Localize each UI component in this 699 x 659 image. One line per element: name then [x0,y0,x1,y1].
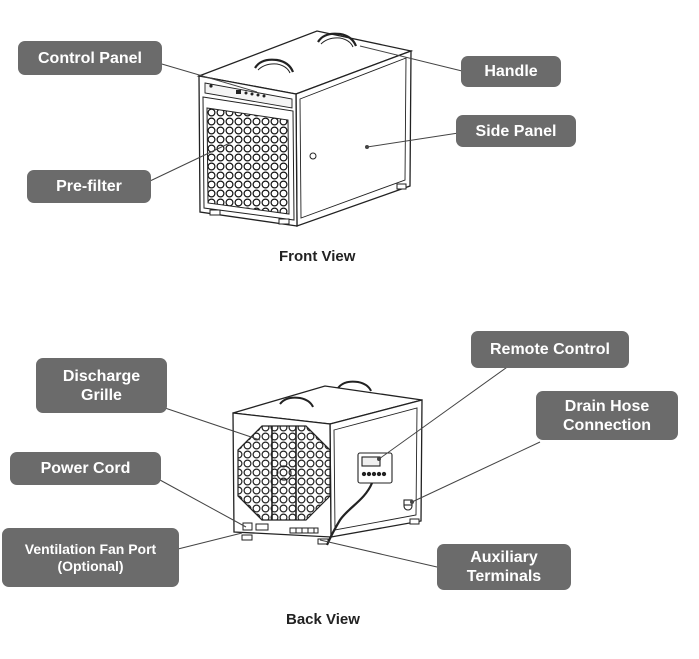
label-handle: Handle [461,56,561,87]
label-side-panel: Side Panel [456,115,576,147]
control-panel-buttons [209,84,266,98]
remote-cable [325,482,374,546]
label-remote-control: Remote Control [471,331,629,368]
pre-filter-mesh [206,107,290,215]
label-ventilation-fan-port: Ventilation Fan Port (Optional) [2,528,179,587]
remote-control-box [357,452,393,484]
label-discharge-grille: Discharge Grille [36,358,167,413]
label-control-panel: Control Panel [18,41,162,75]
power-inlet [242,522,269,531]
auxiliary-terminal-strip [289,527,319,534]
discharge-grille [237,425,331,521]
drain-hose-fitting [403,499,413,511]
back-view-caption: Back View [286,611,360,628]
leader-arrowheads [365,145,414,504]
label-auxiliary-terminals: Auxiliary Terminals [437,544,571,590]
label-power-cord: Power Cord [10,452,161,485]
front-view-caption: Front View [279,248,356,265]
label-pre-filter: Pre-filter [27,170,151,203]
leader-lines [149,45,541,568]
label-drain-hose-connection: Drain Hose Connection [536,391,678,440]
